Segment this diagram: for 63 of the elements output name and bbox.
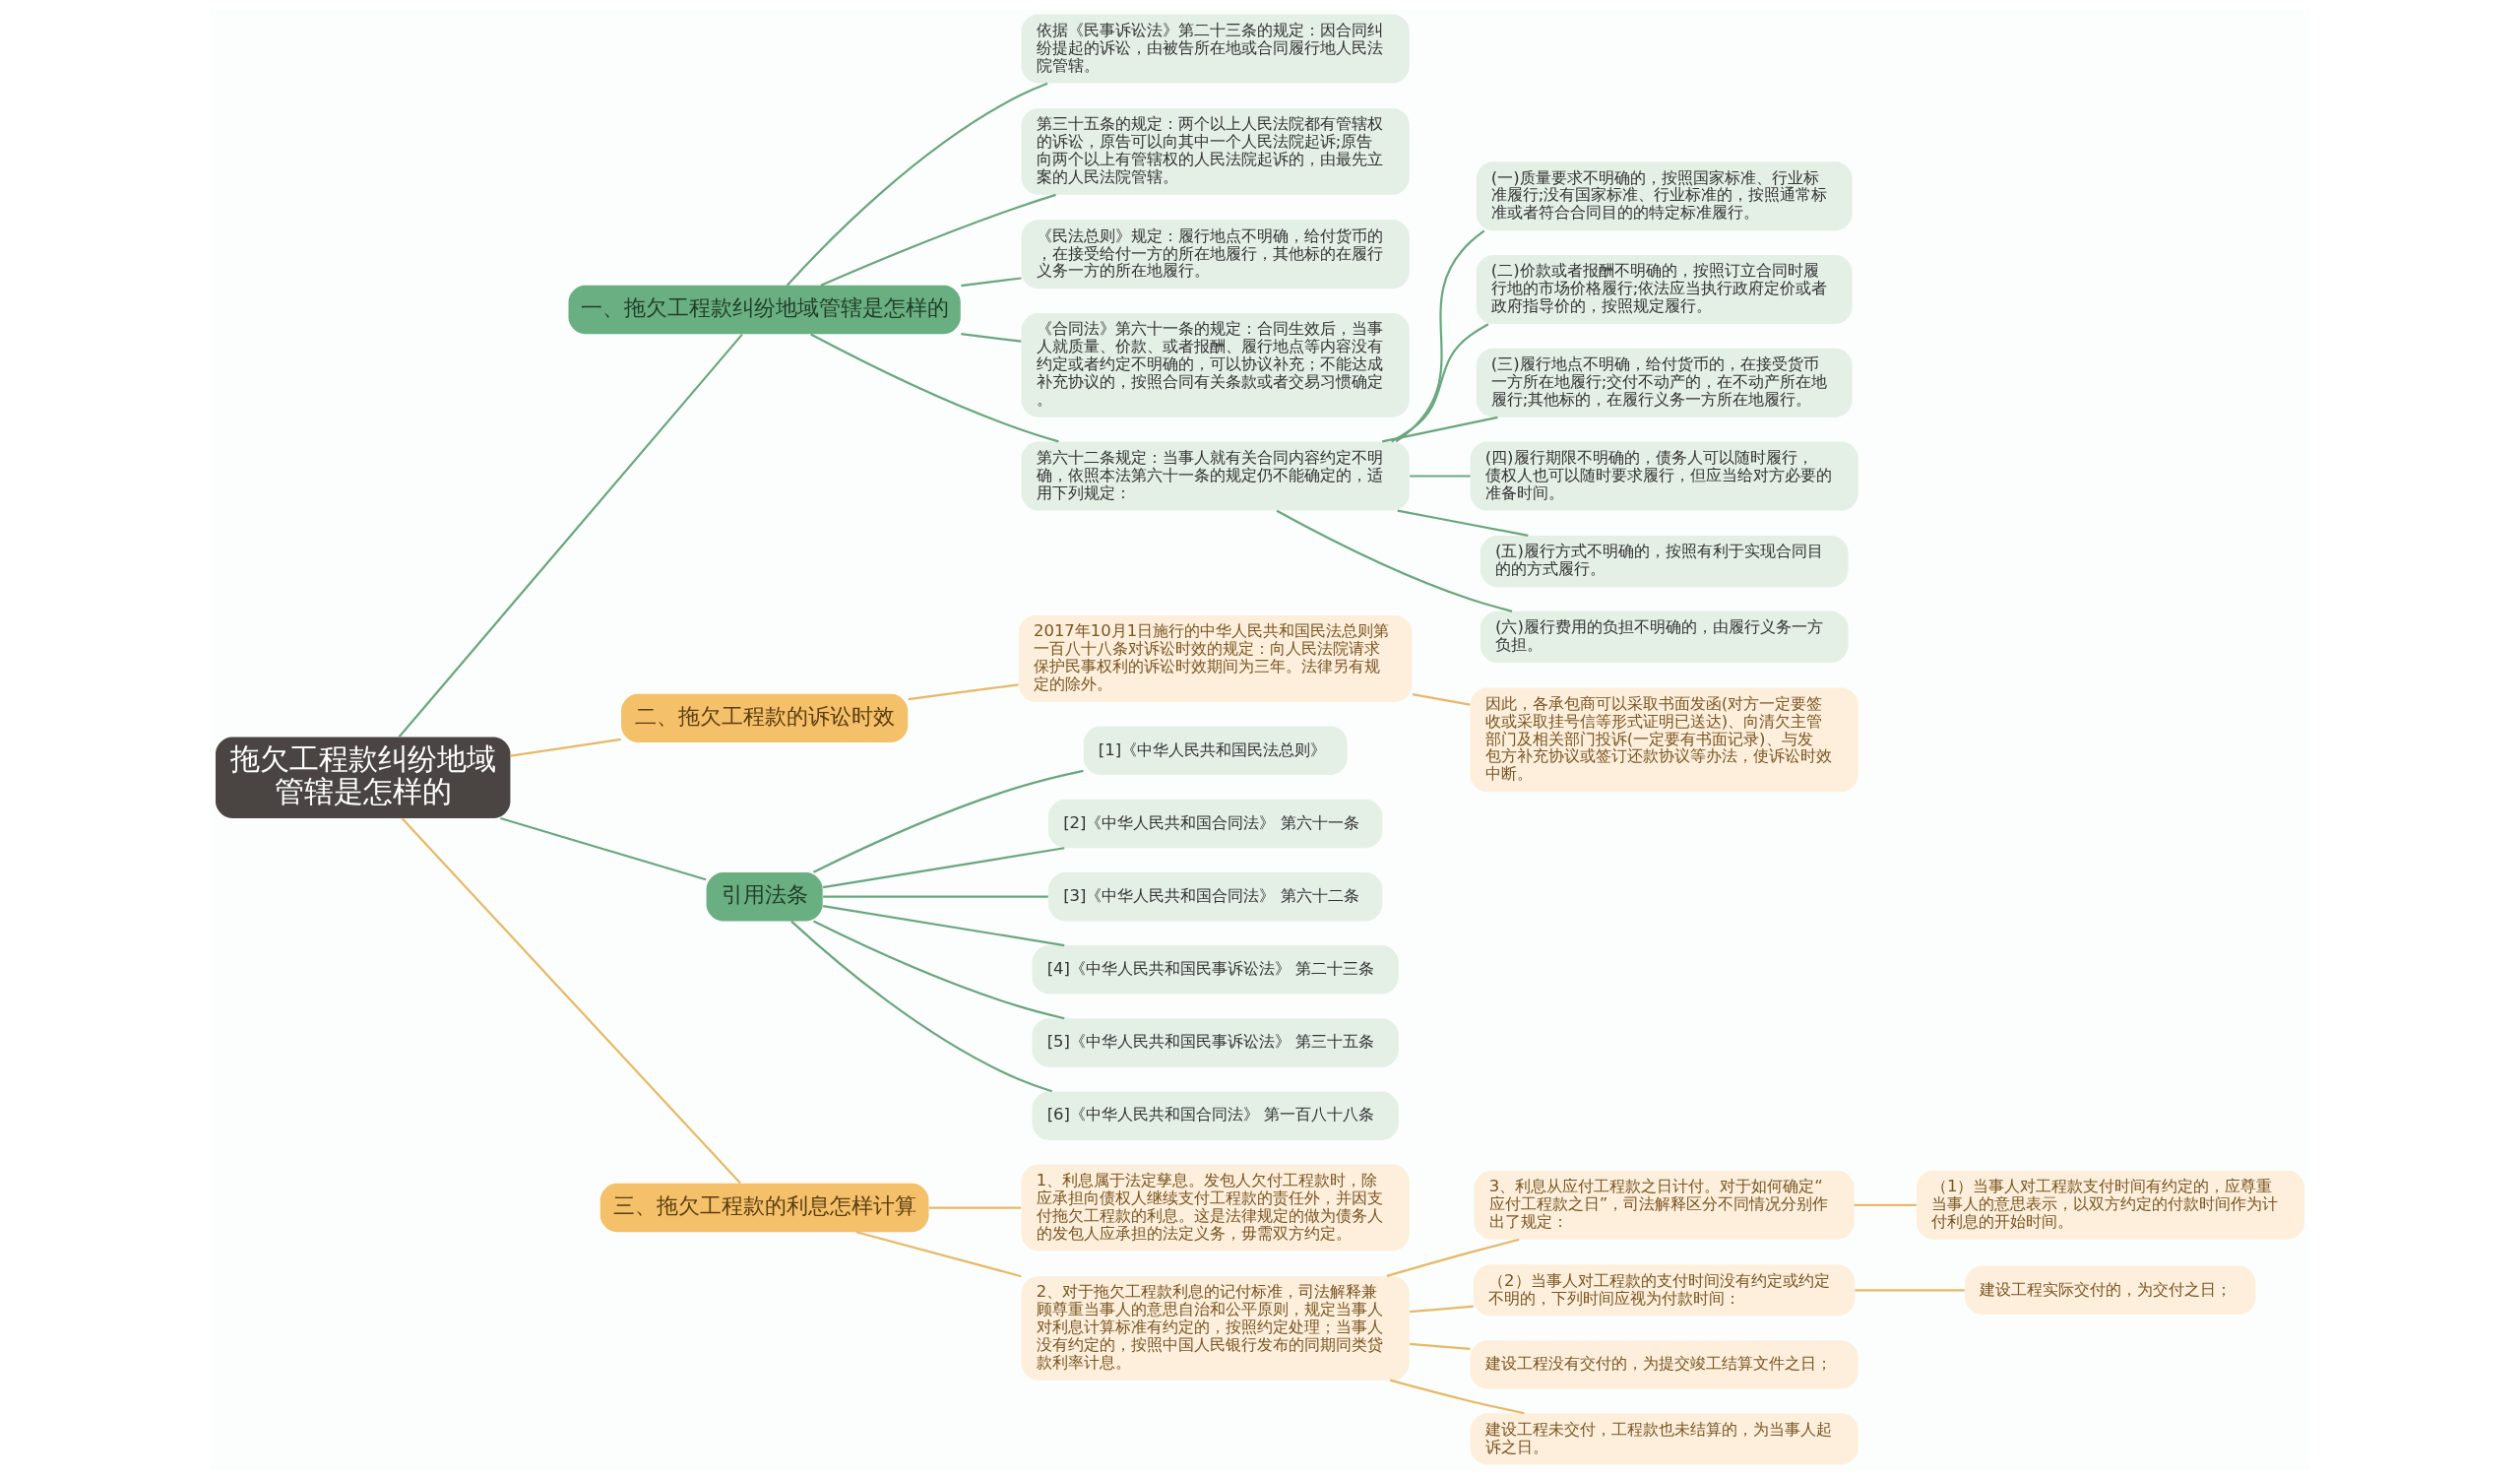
connector (1410, 474, 1471, 478)
connector (1386, 1238, 1520, 1277)
connector (1395, 229, 1485, 442)
connector (1391, 322, 1489, 442)
connector (1854, 1203, 1917, 1206)
connector (1410, 1305, 1474, 1313)
connector (1397, 509, 1529, 537)
node-box: 建设工程实际交付的，为交付之日； (1965, 1265, 2256, 1315)
connector (1381, 416, 1498, 442)
connector (401, 817, 741, 1184)
node-box: 1、利息属于法定孳息。发包人欠付工程款时，除应承担向债权人继续支付工程款的责任外，并因支付拖欠工程款的利息。这是法律规定的做为债务人的发包人应承担的法定义务，毋需双方约定。 (1021, 1164, 1410, 1251)
node-box: (三)履行地点不明确，给付货币的，在接受货币一方所在地履行;交付不动产的，在不动产所在地履行;其他标的，在履行义务一方所在地履行。 (1476, 348, 1853, 418)
node-box: 拖欠工程款纠纷地域管辖是怎样的 (216, 737, 511, 818)
node-box: 建设工程未交付，工程款也未结算的，为当事人起诉之日。 (1470, 1412, 1858, 1464)
connector (822, 846, 1065, 888)
node-box: （2）当事人对工程款的支付时间没有约定或约定不明的，下列时间应视为付款时间： (1474, 1263, 1856, 1316)
connector (961, 332, 1022, 343)
connector (790, 920, 1052, 1092)
node-box: 《民法总则》规定：履行地点不明确，给付货币的，在接受给付一方的所在地履行，其他标的在履行义务一方的所在地履行。 (1021, 219, 1410, 289)
node-box: (四)履行期限不明确的，债务人可以随时履行，债权人也可以随时要求履行，但应当给对方必要的准备时间。 (1470, 441, 1858, 511)
connector (855, 1230, 1022, 1277)
connector (813, 920, 1065, 1019)
connector (908, 682, 1019, 700)
connector (510, 738, 621, 757)
connector (1412, 692, 1471, 706)
connector (820, 193, 1056, 287)
node-box: 因此，各承包商可以采取书面发函(对方一定要签收或采取挂号信等形式证明已送达)、向清欠主管部门及相关部门投诉(一定要有书面记录)、与发包方补充协议或签订还款协议等办法，使诉讼时效中断。 (1470, 686, 1858, 792)
connector (500, 816, 707, 880)
node-box: 第三十五条的规定：两个以上人民法院都有管辖权的诉讼，原告可以向其中一个人民法院起诉;原告向两个以上有管辖权的人民法院起诉的，由最先立案的人民法院管辖。 (1021, 107, 1410, 195)
node-box: 三、拖欠工程款的利息怎样计算 (599, 1183, 929, 1232)
node-box: [3]《中华人民共和国合同法》 第六十二条 (1048, 871, 1383, 921)
node-box: [5]《中华人民共和国民事诉讼法》 第三十五条 (1032, 1017, 1399, 1067)
node-box: [2]《中华人民共和国合同法》 第六十一条 (1048, 799, 1383, 848)
node-box: 建设工程没有交付的，为提交竣工结算文件之日； (1470, 1339, 1858, 1389)
node-box: 一、拖欠工程款纠纷地域管辖是怎样的 (568, 285, 961, 334)
connector (398, 333, 743, 738)
node-box: (一)质量要求不明确的，按照国家标准、行业标准履行;没有国家标准、行业标准的，按照通常标准或者符合合同目的的特定标准履行。 (1476, 161, 1853, 230)
connector (822, 904, 1065, 946)
connector (810, 333, 1059, 442)
node-box: (五)履行方式不明确的，按照有利于实现合同目的的方式履行。 (1480, 535, 1849, 587)
connector (823, 895, 1048, 898)
node-box: 引用法条 (706, 871, 823, 921)
connector (786, 82, 1048, 287)
node-box: 2017年10月1日施行的中华人民共和国民法总则第一百八十八条对诉讼时效的规定：向人民法院请求保护民事权利的诉讼时效期间为三年。法律另有规定的除外。 (1018, 614, 1413, 702)
node-box: 3、利息从应付工程款之日计付。对于如何确定“应付工程款之日”，司法解释区分不同情况分别作出了规定： (1474, 1170, 1855, 1240)
node-box: 《合同法》第六十一条的规定：合同生效后，当事人就质量、价款、或者报酬、履行地点等内容没有约定或者约定不明确的，可以协议补充；不能达成补充协议的，按照合同有关条款或者交易习惯确定。 (1021, 312, 1410, 418)
node-box: [1]《中华人民共和国民法总则》 (1083, 726, 1348, 775)
node-box: [6]《中华人民共和国合同法》 第一百八十八条 (1032, 1090, 1399, 1140)
connector (1389, 1379, 1525, 1414)
node-box: （1）当事人对工程款支付时间有约定的，应尊重当事人的意思表示，以双方约定的付款时间作为计付利息的开始时间。 (1916, 1170, 2304, 1240)
connector (928, 1205, 1022, 1209)
node-box: 二、拖欠工程款的诉讼时效 (621, 693, 909, 742)
connector (1855, 1288, 1965, 1291)
node-box: (六)履行费用的负担不明确的，由履行义务一方负担。 (1480, 610, 1849, 663)
node-box: 第六十二条规定：当事人就有关合同内容约定不明确，依照本法第六十一条的规定仍不能确定的，适用下列规定： (1021, 441, 1410, 511)
connector (1410, 1342, 1471, 1350)
connector (961, 276, 1022, 287)
connector (813, 769, 1084, 873)
node-box: 2、对于拖欠工程款利息的记付标准，司法解释兼顾尊重当事人的意思自治和公平原则，规定当事人对利息计算标准有约定的，按照约定处理；当事人没有约定的，按照中国人民银行发布的同期同类贷款利率计息。 (1021, 1275, 1410, 1381)
node-box: 依据《民事诉讼法》第二十三条的规定：因合同纠纷提起的诉讼，由被告所在地或合同履行地人民法院管辖。 (1021, 14, 1410, 84)
node-box: (二)价款或者报酬不明确的，按照订立合同时履行地的市场价格履行;依法应当执行政府定价或者政府指导价的，按照规定履行。 (1476, 254, 1853, 324)
node-box: [4]《中华人民共和国民事诉讼法》 第二十三条 (1032, 944, 1399, 995)
connector (1276, 509, 1513, 612)
